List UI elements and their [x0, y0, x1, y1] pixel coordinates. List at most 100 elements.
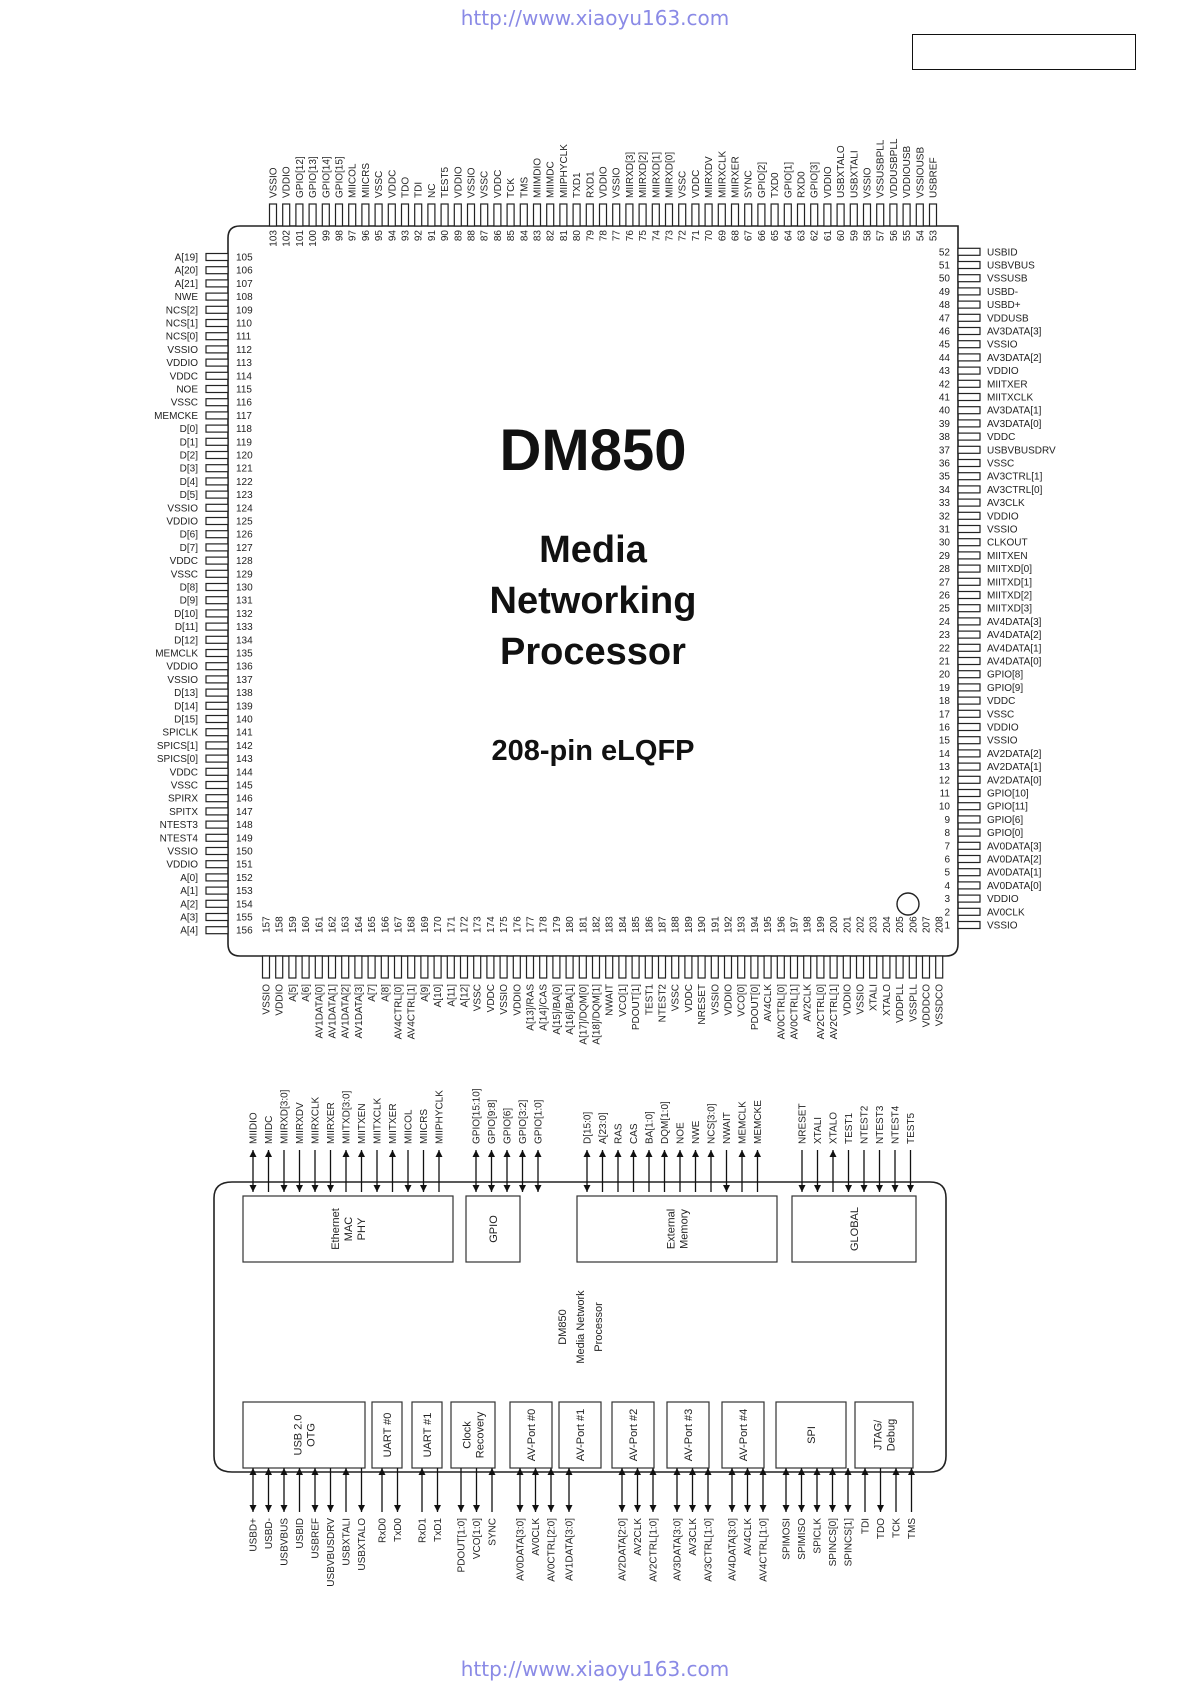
pin-name: SPIRX: [168, 794, 198, 805]
arrowhead: [798, 1468, 805, 1475]
pin-number: 63: [797, 230, 808, 242]
pin-202: [855, 955, 865, 979]
pin-number: 149: [236, 833, 253, 844]
signal: AV3DATA[3:0]: [673, 1468, 684, 1581]
signal-name: RAS: [614, 1123, 625, 1144]
pin-name: A[5]: [288, 984, 299, 1002]
pin-48: [957, 300, 981, 309]
pin-number: 96: [361, 230, 372, 242]
pin-93: [400, 203, 410, 227]
signal-name: TEST5: [906, 1112, 917, 1144]
pin-9: [957, 815, 981, 824]
pin-number: 42: [939, 379, 951, 390]
pin-number: 100: [308, 230, 319, 247]
pin-name: VSSDCO: [935, 984, 946, 1026]
pin-111: [205, 332, 229, 341]
pin-name: VSSIO: [167, 345, 198, 356]
pin1-indicator: [896, 892, 920, 916]
pin-number: 23: [939, 630, 951, 641]
pin-number: 192: [724, 916, 735, 933]
pin-165: [367, 955, 376, 979]
pin-95: [374, 203, 383, 227]
pin-19: [957, 683, 981, 692]
signal: RxD1: [418, 1468, 429, 1543]
signal-name: XTALO: [829, 1112, 840, 1144]
pin-number: 88: [467, 230, 478, 242]
pin-name: D[10]: [174, 609, 198, 620]
pin-57: [876, 203, 885, 227]
pin-name: NCS[1]: [166, 319, 198, 330]
pin-number: 38: [939, 432, 951, 443]
pin-name: TXD0: [770, 172, 781, 198]
pin-175: [499, 955, 508, 979]
pin-4: [957, 881, 981, 890]
pin-8: [957, 828, 981, 837]
pin-name: A[11]: [446, 984, 457, 1007]
pin-207: [921, 955, 931, 979]
pin-125: [205, 516, 229, 526]
pin-number: 129: [236, 569, 253, 580]
pin-147: [205, 807, 229, 816]
block-label: Debug: [886, 1419, 898, 1451]
pin-121: [205, 464, 229, 473]
arrowhead: [249, 1185, 257, 1192]
arrowhead: [503, 1185, 511, 1192]
signal-name: AV1DATA[3:0]: [565, 1518, 576, 1581]
arrowhead: [565, 1505, 573, 1512]
pin-name: MIIRXD[3]: [625, 152, 636, 198]
pin-112: [205, 345, 229, 354]
pin-28: [957, 564, 981, 573]
arrowhead: [265, 1150, 272, 1157]
pin-name: D[6]: [180, 530, 199, 541]
pin-number: 105: [236, 253, 253, 264]
signal-name: XTALI: [813, 1117, 824, 1144]
footer-url[interactable]: http://www.xiaoyu163.com: [460, 1657, 730, 1681]
header-url[interactable]: http://www.xiaoyu163.com: [460, 6, 730, 30]
pin-number: 52: [939, 247, 951, 258]
pin-name: MIITXD[0]: [987, 564, 1032, 575]
pin-90: [440, 203, 449, 227]
block-box: [775, 1401, 847, 1469]
signal-name: MIIRXD[3:0]: [280, 1089, 291, 1144]
pin-number: 200: [829, 916, 840, 933]
signal-name: MIITXER: [388, 1103, 399, 1144]
pin-number: 137: [236, 675, 253, 686]
block-label: AV-Port #4: [738, 1409, 750, 1461]
signal: AV3CTRL[1:0]: [704, 1468, 715, 1582]
pin-number: 76: [625, 230, 636, 242]
pin-146: [205, 794, 229, 803]
pin-number: 85: [506, 230, 517, 242]
signal-name: TDO: [876, 1518, 887, 1539]
signal: MIICRS: [419, 1109, 430, 1192]
pin-7: [957, 841, 981, 850]
pin-number: 199: [816, 916, 827, 933]
signal-name: GPIO[15:10]: [472, 1088, 483, 1144]
signal-name: AV3CLK: [688, 1518, 699, 1556]
arrowhead: [813, 1505, 821, 1512]
pin-34: [957, 485, 981, 494]
pin-number: 80: [572, 230, 583, 242]
pin-name: AV3CTRL[1]: [987, 472, 1043, 483]
pin-number: 55: [902, 230, 913, 242]
signal-name: NOE: [676, 1122, 687, 1144]
pin-92: [414, 203, 423, 227]
signal-name: NCS[3:0]: [707, 1103, 718, 1144]
pin-number: 144: [236, 767, 253, 778]
pin-number: 6: [944, 855, 950, 866]
signal: NCS[3:0]: [707, 1103, 718, 1192]
pin-name: GPIO[2]: [757, 162, 768, 198]
signal-name: AV2CTRL[1:0]: [649, 1518, 660, 1582]
pin-number: 127: [236, 543, 253, 554]
pin-number: 56: [889, 230, 900, 242]
pin-name: AV0DATA[2]: [987, 855, 1042, 866]
pin-42: [957, 379, 981, 388]
pin-38: [957, 432, 981, 441]
pin-number: 110: [236, 319, 252, 330]
pin-name: AV2CTRL[1]: [829, 984, 840, 1040]
pin-number: 109: [236, 305, 253, 316]
